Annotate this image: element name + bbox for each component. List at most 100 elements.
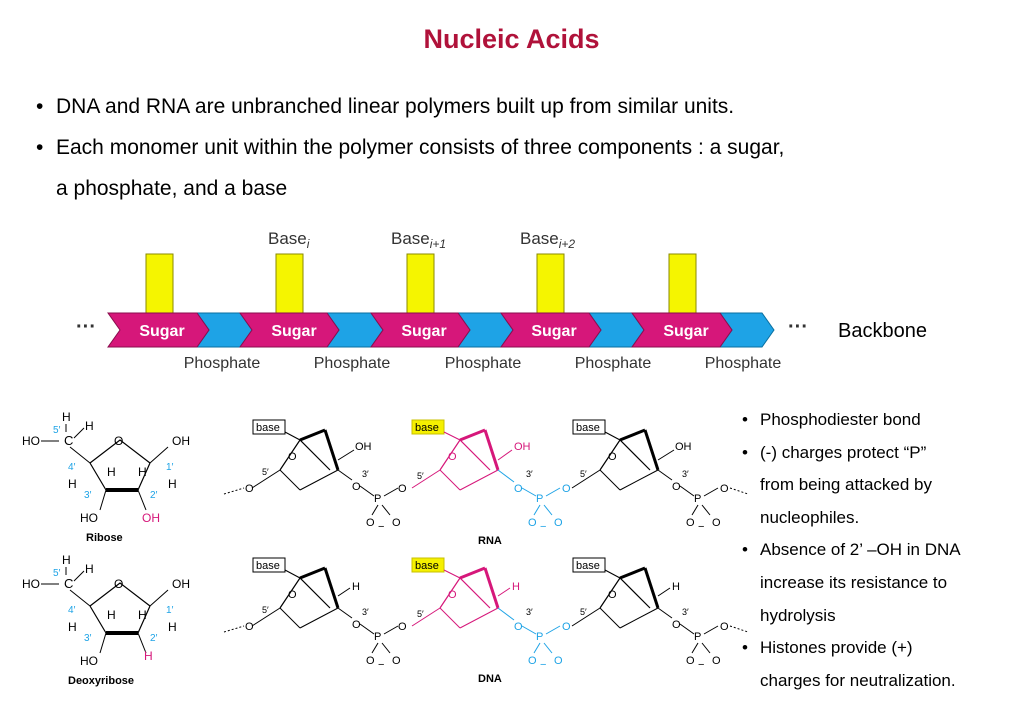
ribose-structure: H HO 5′ C H O 4′ 1′ 3′ 2′ OH H H H H HO …	[22, 410, 190, 544]
svg-text:−: −	[540, 521, 546, 533]
svg-text:O: O	[114, 434, 123, 448]
svg-text:H: H	[138, 465, 147, 479]
svg-text:O: O	[514, 621, 523, 633]
dna-strand: base O H O 3′ 5′ O P O 5′ O − O base O	[223, 557, 749, 685]
svg-text:O: O	[352, 481, 361, 493]
svg-text:3′: 3′	[526, 607, 533, 617]
slide-title: Nucleic Acids	[423, 24, 600, 54]
svg-text:H: H	[62, 553, 71, 567]
svg-text:P: P	[536, 631, 543, 643]
sugar-segment	[239, 312, 340, 348]
side-note-2: (-) charges protect “P”	[742, 437, 1022, 470]
svg-text:5′: 5′	[53, 425, 61, 436]
svg-text:base: base	[256, 422, 280, 434]
svg-text:O: O	[720, 621, 729, 633]
bullet-2-continued: a phosphate, and a base	[56, 177, 288, 200]
svg-text:O: O	[554, 517, 563, 529]
svg-text:H: H	[672, 581, 680, 593]
svg-text:P: P	[694, 631, 701, 643]
ellipsis-left: ···	[76, 316, 96, 338]
phosphate-label: Phosphate	[575, 355, 652, 372]
svg-text:OH: OH	[514, 441, 531, 453]
ribose-label: Ribose	[86, 532, 123, 544]
phosphate-label: Phosphate	[705, 355, 782, 372]
sugar-segment	[107, 312, 210, 348]
svg-text:2′: 2′	[150, 633, 158, 644]
sugar-label: Sugar	[271, 323, 316, 340]
sugar-labels: Sugar Sugar Sugar Sugar Sugar	[139, 323, 708, 340]
svg-text:O: O	[562, 621, 571, 633]
sugar-segment	[631, 312, 733, 348]
svg-text:C: C	[64, 576, 73, 591]
svg-text:5′: 5′	[580, 469, 587, 479]
bullet-2: Each monomer unit within the polymer con…	[36, 127, 996, 168]
phosphate-label: Phosphate	[314, 355, 391, 372]
sugar-label: Sugar	[401, 323, 446, 340]
svg-text:P: P	[536, 493, 543, 505]
svg-text:OH: OH	[675, 441, 692, 453]
svg-text:1′: 1′	[166, 605, 174, 616]
svg-text:−: −	[540, 659, 546, 671]
base-rect	[275, 253, 304, 315]
svg-text:O: O	[288, 589, 297, 601]
svg-text:O: O	[288, 451, 297, 463]
bullet-1: DNA and RNA are unbranched linear polyme…	[36, 86, 996, 127]
svg-text:O: O	[366, 517, 375, 529]
svg-text:4′: 4′	[68, 605, 76, 616]
svg-text:O: O	[392, 517, 401, 529]
svg-text:−: −	[378, 659, 384, 671]
svg-text:base: base	[576, 422, 600, 434]
svg-text:O: O	[352, 619, 361, 631]
sugar-segment	[500, 312, 602, 348]
svg-text:base: base	[256, 560, 280, 572]
base-rect	[536, 253, 565, 315]
svg-text:5′: 5′	[580, 607, 587, 617]
svg-text:O: O	[398, 621, 407, 633]
sugar-label: Sugar	[139, 323, 184, 340]
svg-text:H: H	[107, 465, 116, 479]
svg-text:1′: 1′	[166, 462, 174, 473]
svg-text:3′: 3′	[526, 469, 533, 479]
svg-text:O: O	[514, 483, 523, 495]
side-note-4-line2: charges for neutralization.	[760, 670, 956, 690]
svg-text:−: −	[698, 659, 704, 671]
svg-text:O: O	[562, 483, 571, 495]
sugar-label: Sugar	[663, 323, 708, 340]
svg-text:5′: 5′	[417, 471, 424, 481]
rna-strand: base O OH O 3′ 5′ O P O 5′ O − O base O	[223, 419, 749, 547]
svg-text:3′: 3′	[682, 607, 689, 617]
svg-text:O: O	[448, 451, 457, 463]
side-note-3-line2: increase its resistance to	[760, 572, 948, 592]
svg-text:2′: 2′	[150, 490, 158, 501]
svg-text:OH: OH	[355, 441, 372, 453]
bases	[145, 253, 697, 315]
svg-text:HO: HO	[22, 577, 40, 591]
svg-text:5′: 5′	[53, 568, 61, 579]
svg-text:3′: 3′	[84, 490, 92, 501]
svg-text:C: C	[64, 433, 73, 448]
svg-text:HO: HO	[80, 654, 98, 668]
svg-text:O: O	[398, 483, 407, 495]
base-labels: Basei Basei+1 Basei+2	[268, 229, 575, 251]
side-note-2-line3: nucleophiles.	[760, 507, 860, 527]
svg-text:3′: 3′	[84, 633, 92, 644]
svg-text:O: O	[448, 589, 457, 601]
svg-text:5′: 5′	[417, 609, 424, 619]
side-notes: Phosphodiester bond (-) charges protect …	[742, 404, 1022, 697]
svg-text:O: O	[528, 517, 537, 529]
side-note-1: Phosphodiester bond	[742, 404, 1022, 437]
sugar-arrows	[107, 312, 733, 348]
base-label-i2: Basei+2	[520, 229, 575, 251]
svg-text:H: H	[138, 608, 147, 622]
base-label-i: Basei	[268, 229, 310, 251]
svg-text:base: base	[415, 560, 439, 572]
svg-text:O: O	[554, 655, 563, 667]
svg-text:O: O	[114, 577, 123, 591]
svg-text:OH: OH	[172, 577, 190, 591]
main-bullets: DNA and RNA are unbranched linear polyme…	[36, 86, 996, 209]
svg-text:O: O	[712, 655, 721, 667]
side-note-4: Histones provide (+)	[742, 632, 1022, 665]
svg-text:O: O	[686, 517, 695, 529]
svg-text:O: O	[686, 655, 695, 667]
